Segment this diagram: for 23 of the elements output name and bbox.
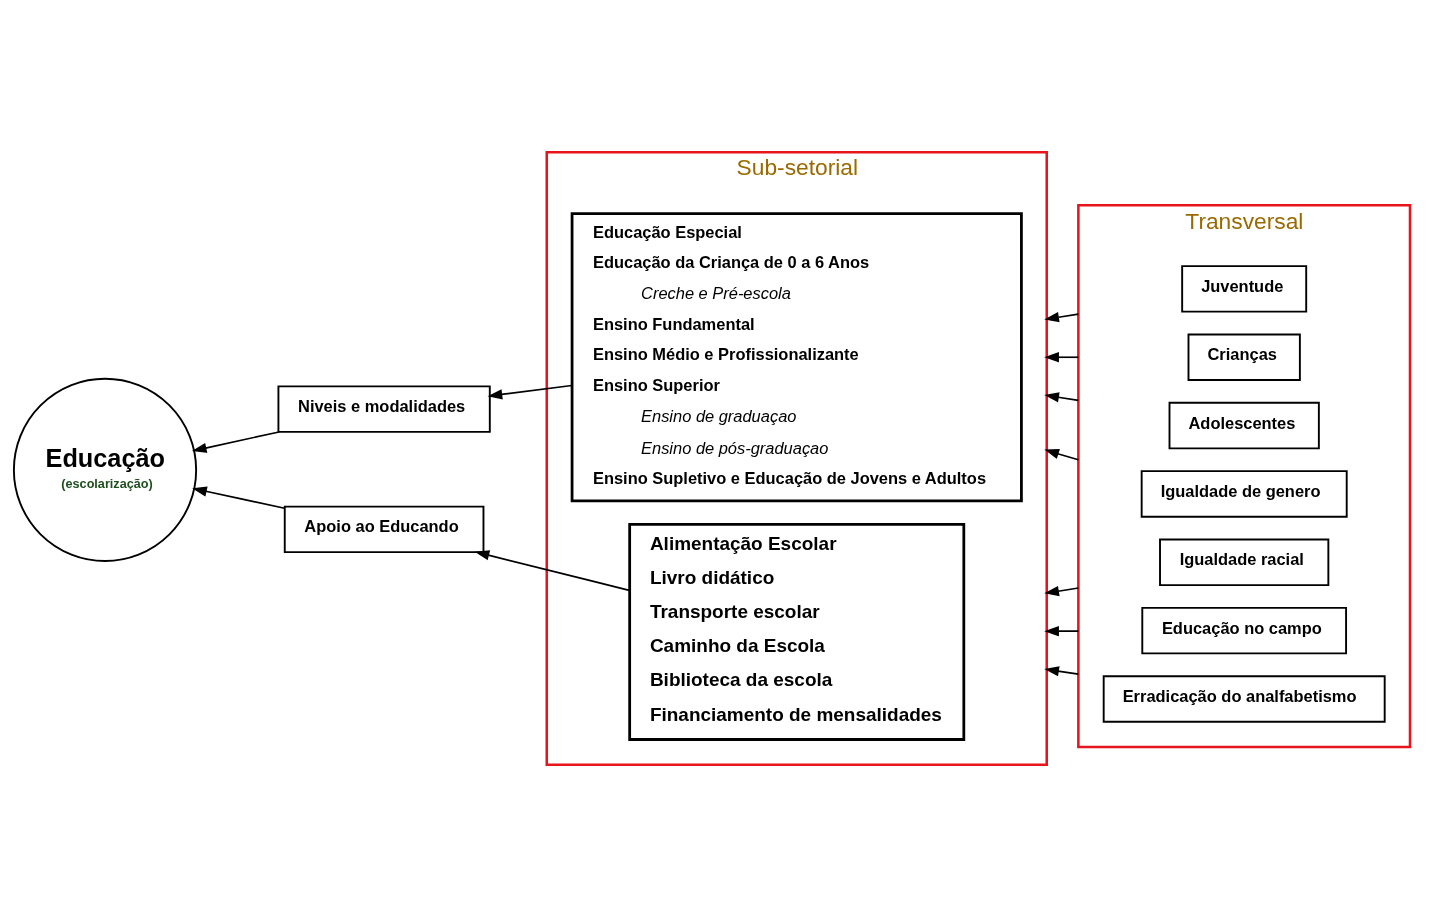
node-box: Niveis e modalidades (277, 385, 491, 433)
arrow (1044, 449, 1080, 461)
arrow (1044, 586, 1080, 597)
node-box: Igualdade de genero (1140, 470, 1348, 518)
node-box: Apoio ao Educando (283, 505, 485, 554)
arrow (1044, 626, 1080, 637)
arrow (1044, 352, 1080, 363)
node-box: Alimentação Escolar Livro didático Transporte escolar Caminho da Escola Biblioteca da escola Financiamento de mensalidades (628, 522, 966, 741)
node-box: Adolescentes (1168, 401, 1320, 450)
node-box: Igualdade racial (1159, 538, 1330, 587)
node-box: Educação Especial Educação da Criança de 0 a 6 Anos Creche e Pré-escola Ensino Fundamental Ensino Médio e Profissionalizante Ensino Superior Ensino de graduaçao Ensino de pós-graduaçao Ensino Supletivo e Educação de Jovens e Adultos (570, 212, 1023, 503)
arrow (1044, 312, 1080, 323)
arrow (191, 431, 280, 453)
node-box: Juventude (1181, 265, 1308, 313)
node-circle: Educação (escolarização) (12, 377, 198, 562)
node-box: Erradicação do analfabetismo (1102, 675, 1386, 723)
arrow (1044, 666, 1080, 677)
node-box: Educação no campo (1141, 606, 1348, 655)
node-box: Crianças (1187, 333, 1301, 381)
arrow (487, 384, 573, 400)
arrow (192, 486, 286, 510)
arrow (474, 550, 631, 592)
arrow (1044, 392, 1080, 403)
